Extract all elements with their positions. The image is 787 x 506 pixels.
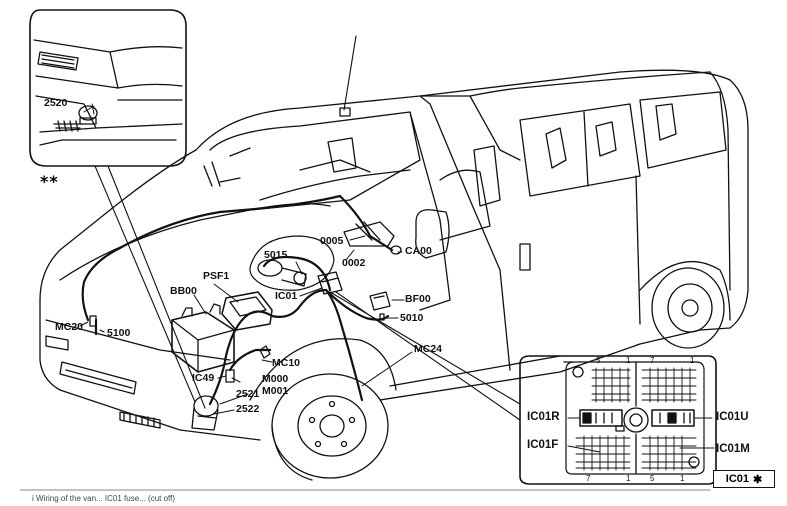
reference-code: IC01 xyxy=(725,473,750,485)
label-5015: 5015 xyxy=(264,249,288,261)
label-BB00: BB00 xyxy=(170,285,197,297)
label-2520: 2520 xyxy=(44,97,68,109)
footer-caption: i Wiring of the van... IC01 fuse... (cut… xyxy=(32,494,176,503)
label-IC01M: IC01M xyxy=(716,443,750,455)
reference-box: IC01 ✱ xyxy=(713,470,775,488)
label-IC01R: IC01R xyxy=(527,411,560,423)
double-star-note: ** xyxy=(40,172,59,191)
label-IC01U: IC01U xyxy=(716,411,749,423)
label-BF00: BF00 xyxy=(405,293,431,305)
pin-number: 5 xyxy=(650,474,655,483)
label-IC49: IC49 xyxy=(192,372,215,384)
label-M000: M000 xyxy=(262,373,289,385)
label-PSF1: PSF1 xyxy=(203,270,230,282)
label-0002: 0002 xyxy=(342,257,366,269)
connector-detail xyxy=(519,355,717,485)
label-CA00: CA00 xyxy=(405,245,432,257)
label-2521: 2521 xyxy=(236,388,260,400)
label-MC10: MC10 xyxy=(272,357,301,369)
components xyxy=(89,221,402,383)
pin-number: 1 xyxy=(680,474,685,483)
label-M001: M001 xyxy=(262,385,289,397)
pin-number: 1 xyxy=(690,356,695,365)
inset-detail xyxy=(29,9,187,167)
van-outline xyxy=(39,35,749,481)
leader-lines xyxy=(79,103,413,415)
pin-number: 7 xyxy=(586,474,591,483)
label-5100: 5100 xyxy=(107,327,131,339)
label-5010: 5010 xyxy=(400,312,424,324)
pin-number: 1 xyxy=(626,356,631,365)
label-MC24: MC24 xyxy=(414,343,443,355)
pin-number: 1 xyxy=(626,474,631,483)
label-MC20: MC20 xyxy=(55,321,84,333)
label-0005: 0005 xyxy=(320,235,344,247)
label-IC01: IC01 xyxy=(275,290,298,302)
label-IC01F: IC01F xyxy=(527,439,559,451)
pin-number: 7 xyxy=(650,356,655,365)
asterisk-icon: ✱ xyxy=(753,473,763,486)
label-2522: 2522 xyxy=(236,403,260,415)
pin-number: 5 xyxy=(596,356,601,365)
